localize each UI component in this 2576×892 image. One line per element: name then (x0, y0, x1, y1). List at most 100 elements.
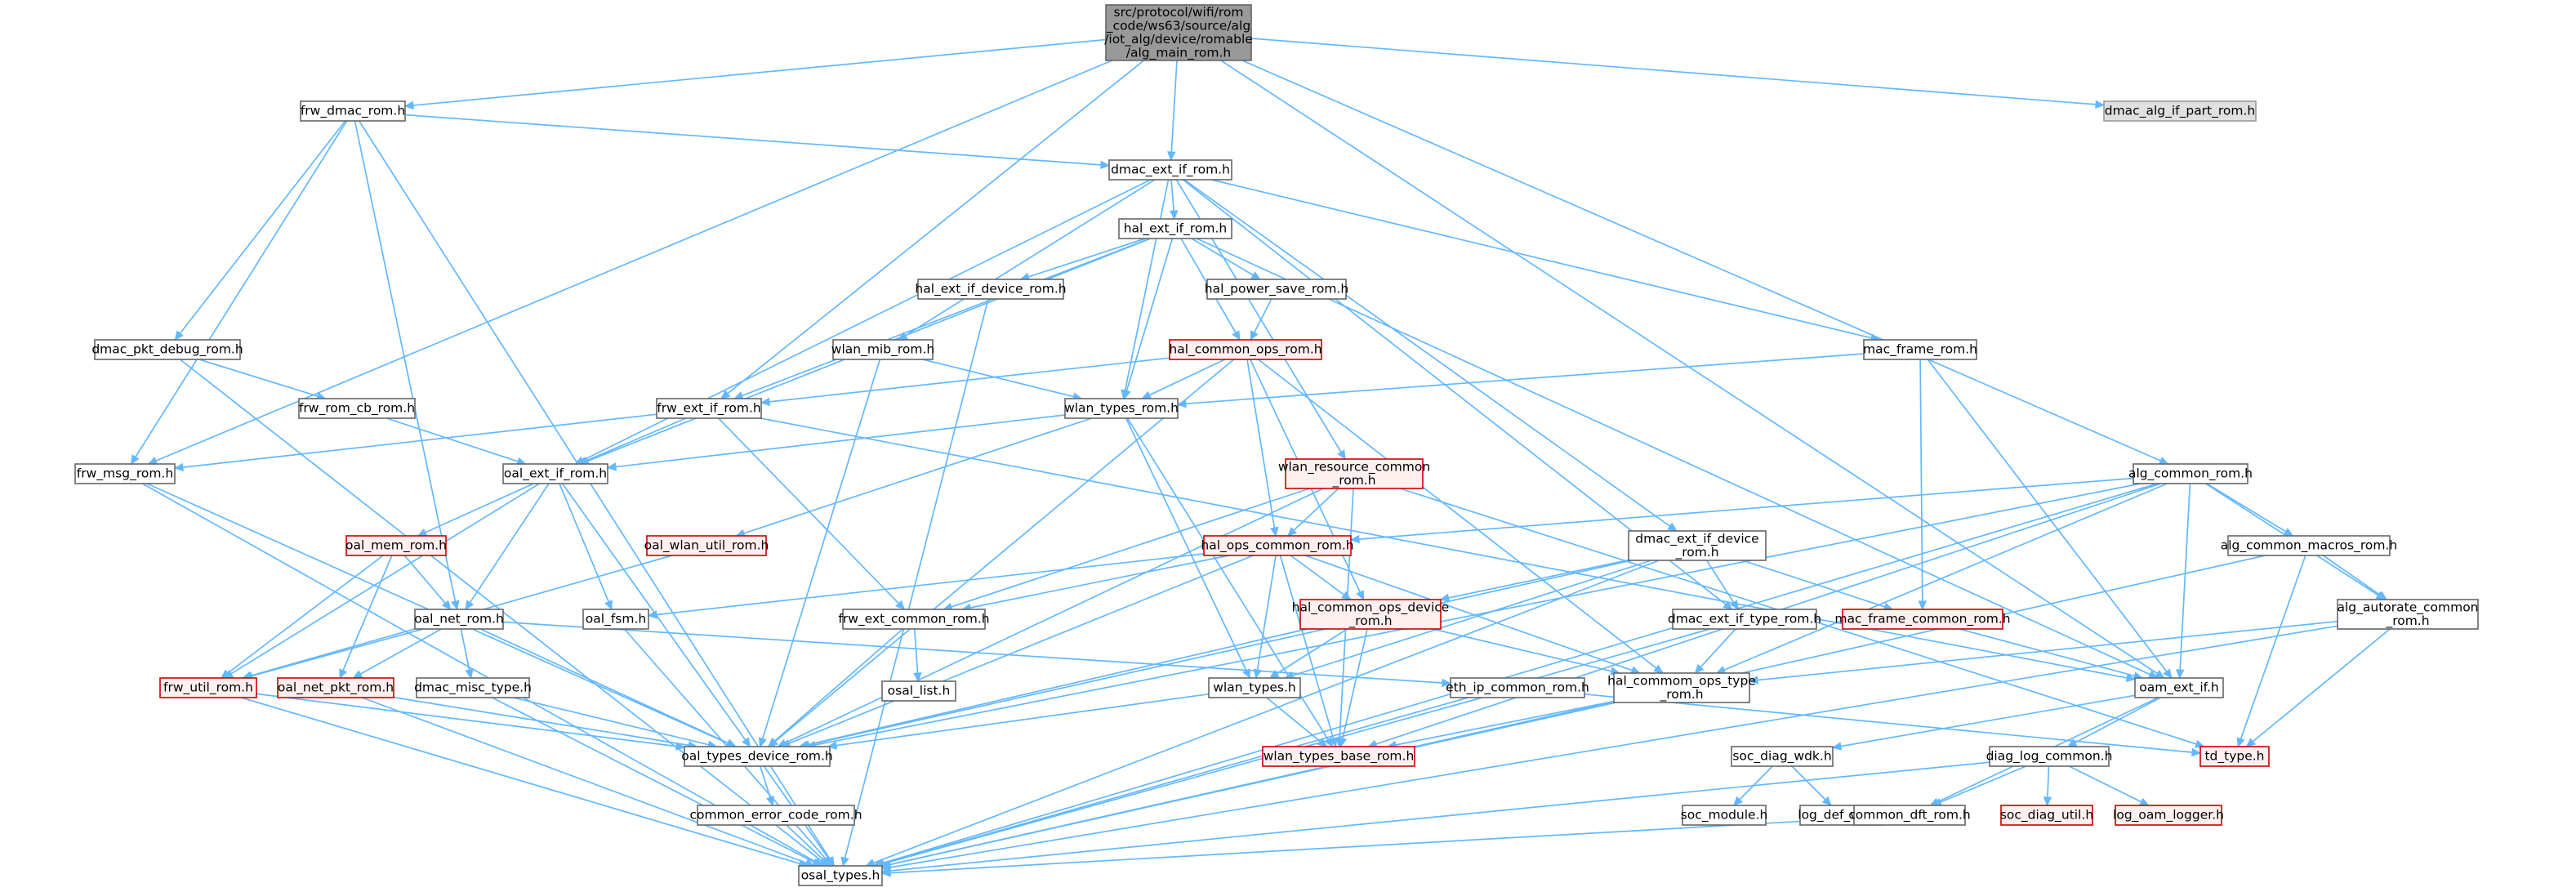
edge-arrowhead (840, 856, 849, 867)
node-box (74, 463, 176, 484)
edge-arrowhead (880, 868, 891, 877)
edge-eth_ip_common_rom-to-td_type (1584, 693, 2202, 757)
node-hal-common-ops-rom[interactable]: hal_common_ops_rom.h (1169, 339, 1322, 360)
edge-alg_common_macros_rom-to-td_type (2236, 555, 2306, 748)
edge-arrowhead (1667, 522, 1678, 532)
node-alg-autorate-common-rom[interactable]: alg_autorate_common_rom.h (2337, 599, 2479, 630)
edge-frw_ext_if_rom-to-frw_ext_common_rom (718, 417, 906, 610)
node-log-oam-logger[interactable]: log_oam_logger.h (2113, 805, 2224, 826)
edge-arrowhead (1176, 399, 1187, 408)
edge-line (615, 414, 1066, 468)
node-oal-net-rom[interactable]: oal_net_rom.h (414, 609, 504, 630)
edge-arrowhead (606, 462, 617, 471)
node-soc-diag-wdk[interactable]: soc_diag_wdk.h (1731, 746, 1834, 767)
edge-line (880, 483, 2158, 864)
node-oal-wlan-util-rom[interactable]: oal_wlan_util_rom.h (644, 535, 769, 556)
node-hal-ext-if-device-rom[interactable]: hal_ext_if_device_rom.h (915, 279, 1067, 300)
node-eth-ip-common-rom[interactable]: eth_ip_common_rom.h (1446, 677, 1589, 698)
edge-arrowhead (174, 330, 184, 341)
node-osal-list[interactable]: osal_list.h (881, 680, 956, 702)
node-wlan-types[interactable]: wlan_types.h (1208, 677, 1301, 698)
edge-hal_ops_common_rom-to-wlan_types (1253, 555, 1277, 680)
node-oal-types-device-rom[interactable]: oal_types_device_rom.h (681, 746, 833, 767)
edge-line (769, 357, 1170, 403)
node-wlan-mib-rom[interactable]: wlan_mib_rom.h (831, 339, 934, 360)
node-dmac-misc-type[interactable]: dmac_misc_type.h (414, 677, 532, 698)
node-box (656, 398, 762, 419)
edge-line (1739, 765, 1773, 801)
node-frw-ext-common-rom[interactable]: frw_ext_common_rom.h (838, 609, 990, 630)
node-box (1853, 805, 1966, 826)
node-wlan-types-rom[interactable]: wlan_types_rom.h (1064, 398, 1179, 419)
node-oal-fsm[interactable]: oal_fsm.h (582, 609, 649, 630)
node-label: _rom.h (1331, 473, 1375, 488)
edge-arrowhead (1317, 738, 1328, 747)
node-label: _rom.h (2385, 613, 2429, 629)
node-box (2133, 463, 2248, 484)
node-frw-msg-rom[interactable]: frw_msg_rom.h (74, 463, 176, 484)
node-oal-net-pkt-rom[interactable]: oal_net_pkt_rom.h (277, 677, 394, 698)
edge-line (460, 628, 470, 671)
node-dmac-ext-if-device-rom[interactable]: dmac_ext_if_device_rom.h (1628, 530, 1767, 561)
node-label: alg_autorate_common (2337, 600, 2478, 615)
node-label: eth_ip_common_rom.h (1446, 680, 1589, 696)
edge-line (1266, 697, 1321, 743)
node-oal-mem-rom[interactable]: oal_mem_rom.h (345, 535, 447, 556)
node-oam-ext-if[interactable]: oam_ext_if.h (2134, 677, 2224, 698)
edge-line (1124, 179, 1170, 391)
edge-hal_ext_if_device_rom-to-osal_types (840, 298, 989, 867)
node-dmac-ext-if-type-rom[interactable]: dmac_ext_if_type_rom.h (1668, 609, 1821, 630)
edge-dmac_pkt_debug_rom-to-frw_rom_cb_rom (198, 359, 327, 400)
node-label: dmac_alg_if_part_rom.h (2105, 104, 2256, 119)
node-frw-ext-if-rom[interactable]: frw_ext_if_rom.h (656, 398, 762, 419)
edge-arrowhead (403, 100, 414, 110)
edge-line (358, 120, 831, 860)
node-label: frw_ext_if_rom.h (657, 401, 760, 417)
node-frw-dmac-rom[interactable]: frw_dmac_rom.h (300, 100, 406, 122)
edge-line (1705, 560, 1735, 604)
node-soc-module[interactable]: soc_module.h (1681, 805, 1768, 826)
node-osal-types[interactable]: osal_types.h (798, 865, 883, 886)
node-mac-frame-rom[interactable]: mac_frame_rom.h (1863, 339, 1977, 360)
node-dmac-ext-if-rom[interactable]: dmac_ext_if_rom.h (1108, 159, 1232, 181)
edge-line (1358, 477, 2134, 540)
node-hal-power-save-rom[interactable]: hal_power_save_rom.h (1205, 279, 1348, 300)
edge-dmac_ext_if_device_rom-to-hal_common_ops_device_rom (1439, 559, 1629, 602)
edge-line (1276, 628, 1348, 675)
node-root[interactable]: src/protocol/wifi/rom_code/ws63/source/a… (1104, 4, 1253, 61)
node-td-type[interactable]: td_type.h (2199, 746, 2270, 767)
node-common-dft-rom[interactable]: common_dft_rom.h (1848, 805, 1971, 826)
node-label: dmac_ext_if_rom.h (1111, 163, 1230, 178)
edge-hal_ops_common_rom-to-oal_types_device_rom (780, 555, 1254, 747)
node-box (1989, 746, 2110, 767)
node-hal-commom-ops-type-rom[interactable]: hal_commom_ops_type_rom.h (1607, 672, 1756, 703)
edge-line (773, 628, 903, 743)
node-hal-ops-common-rom[interactable]: hal_ops_common_rom.h (1201, 535, 1354, 556)
edge-frw_ext_common_rom-to-osal_list (913, 628, 922, 683)
node-mac-frame-common-rom[interactable]: mac_frame_common_rom.h (1834, 609, 2011, 630)
node-alg-common-rom[interactable]: alg_common_rom.h (2128, 463, 2253, 484)
edge-line (1584, 693, 2193, 753)
node-hal-ext-if-rom[interactable]: hal_ext_if_rom.h (1118, 218, 1232, 239)
node-dmac-alg-if-part-rom[interactable]: dmac_alg_if_part_rom.h (2103, 100, 2257, 122)
node-frw-util-rom[interactable]: frw_util_rom.h (159, 677, 257, 698)
edge-oal_mem_rom-to-oal_net_rom (403, 555, 452, 610)
node-label: dmac_misc_type.h (414, 680, 532, 696)
edge-arrowhead (880, 860, 892, 869)
node-alg-common-macros-rom[interactable]: alg_common_macros_rom.h (2221, 535, 2397, 556)
node-hal-common-ops-device-rom[interactable]: hal_common_ops_device_rom.h (1292, 599, 1450, 630)
edge-arrowhead (1270, 526, 1279, 537)
node-frw-rom-cb-rom[interactable]: frw_rom_cb_rom.h (298, 398, 416, 419)
node-box (1450, 677, 1585, 698)
node-wlan-resource-common-rom[interactable]: wlan_resource_common_rom.h (1278, 458, 1430, 489)
edge-arrowhead (2236, 737, 2245, 748)
edge-alg_common_rom-to-hal_ops_common_rom (1349, 477, 2134, 544)
node-oal-ext-if-rom[interactable]: oal_ext_if_rom.h (502, 463, 608, 484)
node-dmac-pkt-debug-rom[interactable]: dmac_pkt_debug_rom.h (91, 339, 243, 360)
node-common-error-code-rom[interactable]: common_error_code_rom.h (689, 805, 862, 826)
edge-arrowhead (1748, 676, 1758, 685)
node-soc-diag-util[interactable]: soc_diag_util.h (2000, 805, 2093, 826)
node-diag-log-common[interactable]: diag_log_common.h (1986, 746, 2113, 767)
node-wlan-types-base-rom[interactable]: wlan_types_base_rom.h (1262, 746, 1415, 767)
